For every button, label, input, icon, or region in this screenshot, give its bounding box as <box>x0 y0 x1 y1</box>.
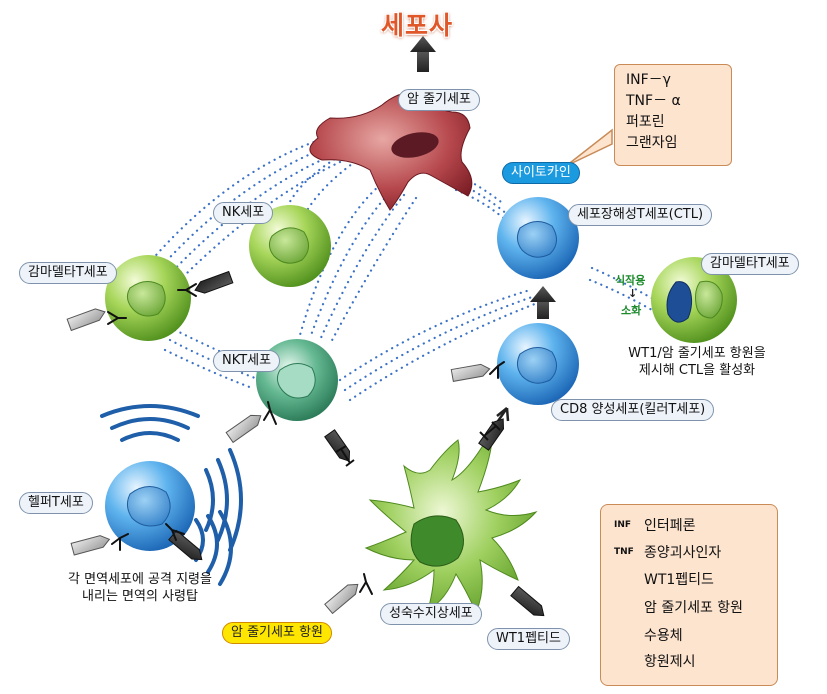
label-wt1-peptide: WT1펩티드 <box>487 628 570 650</box>
presentation-marks <box>335 421 501 467</box>
legend-text: 종양괴사인자 <box>644 545 722 561</box>
cytokine-item: 그랜자임 <box>626 135 678 151</box>
legend-box <box>600 504 778 686</box>
label-gamma-delta-right: 감마델타T세포 <box>701 253 799 275</box>
note-line: 제시해 CTL을 활성화 <box>638 363 756 378</box>
legend-text: 인터페론 <box>644 518 696 534</box>
label-antigen: 암 줄기세포 항원 <box>222 622 332 644</box>
cytokine-item: TNF－ α <box>626 93 681 109</box>
legend-text: 수용체 <box>644 628 683 644</box>
ctl-cell <box>497 197 579 279</box>
cytokine-item: INF－γ <box>626 72 671 88</box>
label-nkt-cell: NKT세포 <box>213 350 281 372</box>
phagocytosis-arrow-icon: ↓ <box>628 287 638 300</box>
helper-t-cell <box>105 461 195 551</box>
legend-text: 항원제시 <box>644 654 696 670</box>
note-line: 내리는 면역의 사령탑 <box>82 589 198 604</box>
note-gamma-delta: WT1/암 줄기세포 항원을 제시해 CTL을 활성화 <box>612 345 782 379</box>
legend-item: 항원제시 <box>614 650 696 672</box>
label-helper-t-cell: 헬퍼T세포 <box>19 492 93 514</box>
cytokine-list: INF－γ TNF－ α 퍼포린 그랜자임 <box>626 70 681 154</box>
note-line: WT1/암 줄기세포 항원을 <box>628 346 766 361</box>
label-cancer-stem-cell: 암 줄기세포 <box>398 89 480 111</box>
legend-item: TNF 종양괴사인자 <box>614 541 721 563</box>
callout-pointer <box>565 128 613 167</box>
label-nk-cell: NK세포 <box>213 202 274 224</box>
label-cytokine: 사이토카인 <box>502 162 580 184</box>
label-ctl: 세포장해성T세포(CTL) <box>568 204 713 226</box>
gamma-delta-t-cell-left <box>105 255 191 341</box>
label-dendritic-cell: 성숙수지상세포 <box>380 603 482 625</box>
cytokine-box <box>614 64 732 166</box>
legend-item: 암 줄기세포 항원 <box>614 596 743 618</box>
nk-cell <box>249 205 331 287</box>
legend-text: WT1펩티드 <box>644 572 714 588</box>
gamma-delta-t-cell-right <box>651 257 737 343</box>
legend-item: WT1펩티드 <box>614 568 714 590</box>
legend-text: 암 줄기세포 항원 <box>644 600 744 616</box>
legend-item: INF 인터페론 <box>614 514 696 536</box>
legend-key: INF <box>614 520 632 530</box>
label-gamma-delta-left: 감마델타T세포 <box>19 262 117 284</box>
arrow-to-death <box>410 36 436 72</box>
mature-dendritic-cell <box>364 428 538 614</box>
legend-item: 수용체 <box>614 624 683 646</box>
antigen-markers <box>66 308 491 615</box>
note-helper: 각 면역세포에 공격 지령을 내리는 면역의 사령탑 <box>40 571 240 605</box>
digestion-label: 소화 <box>621 304 642 317</box>
phagocytosis-label: 식작용 <box>615 274 646 287</box>
receptor-marks <box>107 283 505 595</box>
cytokine-item: 퍼포린 <box>626 114 665 130</box>
label-cd8-cell: CD8 양성세포(킬러T세포) <box>551 399 715 421</box>
legend-key: TNF <box>614 547 634 557</box>
arrow-cd8-to-ctl <box>530 286 556 319</box>
cd8-cell <box>497 323 579 405</box>
note-line: 각 면역세포에 공격 지령을 <box>68 572 212 587</box>
page-title: 세포사 <box>381 11 454 40</box>
